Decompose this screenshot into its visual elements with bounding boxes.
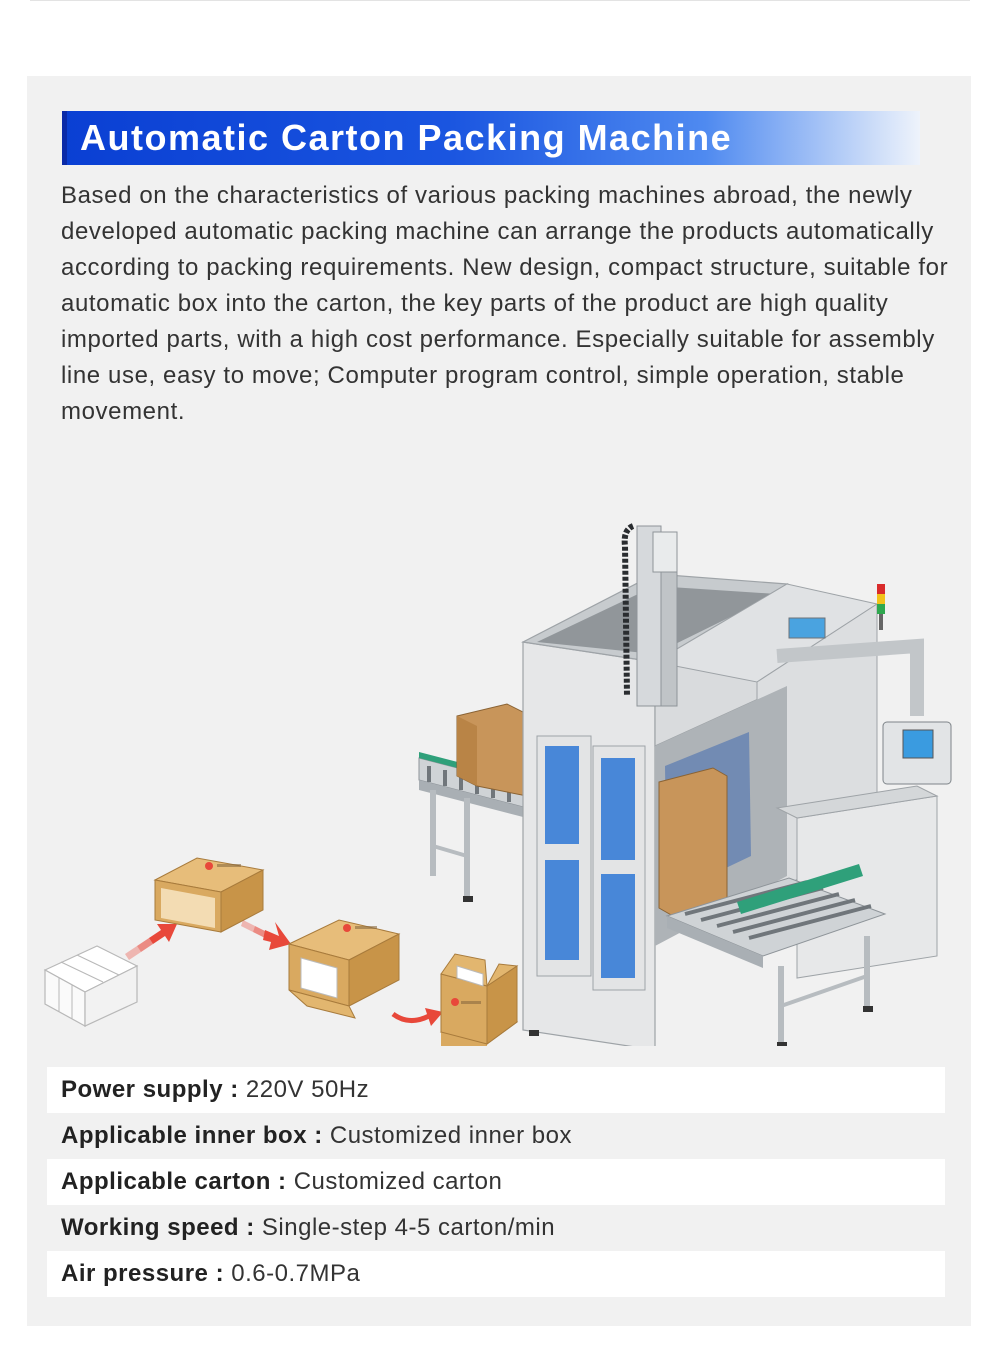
title-bar: Automatic Carton Packing Machine [62, 111, 920, 165]
spec-label: Working speed : [61, 1214, 262, 1241]
open-carton-icon [287, 919, 401, 1019]
spec-value: Customized carton [293, 1168, 503, 1195]
spec-value: Single-step 4-5 carton/min [261, 1214, 556, 1241]
spec-label: Power supply : [61, 1076, 246, 1103]
title-accent [62, 111, 67, 165]
spec-row-air-pressure: Air pressure : 0.6-0.7MPa [47, 1251, 945, 1297]
carton-sleeve-icon [153, 857, 265, 933]
flow-arrow-icon [241, 920, 291, 950]
spec-label: Air pressure : [61, 1260, 232, 1287]
spec-row-power-supply: Power supply : 220V 50Hz [47, 1067, 945, 1113]
flow-arrow-icon [391, 1008, 443, 1026]
page-title: Automatic Carton Packing Machine [80, 117, 733, 158]
spec-row-inner-box: Applicable inner box : Customized inner … [47, 1113, 945, 1159]
spec-row-carton: Applicable carton : Customized carton [47, 1159, 945, 1205]
product-description: Based on the characteristics of various … [61, 182, 949, 425]
spec-label: Applicable carton : [61, 1168, 294, 1195]
machine-illustration [43, 523, 952, 1046]
content-panel: Automatic Carton Packing Machine Based o… [27, 76, 971, 1326]
spec-label: Applicable inner box : [61, 1122, 330, 1149]
spec-value: Customized inner box [329, 1122, 572, 1149]
flow-arrow-icon [125, 924, 177, 960]
spec-value: 220V 50Hz [245, 1076, 370, 1103]
packed-carton-icon [439, 953, 519, 1046]
spec-row-working-speed: Working speed : Single-step 4-5 carton/m… [47, 1205, 945, 1251]
spec-value: 0.6-0.7MPa [231, 1260, 361, 1287]
inner-box-stack-icon [43, 945, 139, 1028]
top-divider [30, 0, 970, 1]
spec-list: Power supply : 220V 50Hz Applicable inne… [47, 1067, 945, 1297]
packing-machine-icon [418, 523, 952, 1046]
